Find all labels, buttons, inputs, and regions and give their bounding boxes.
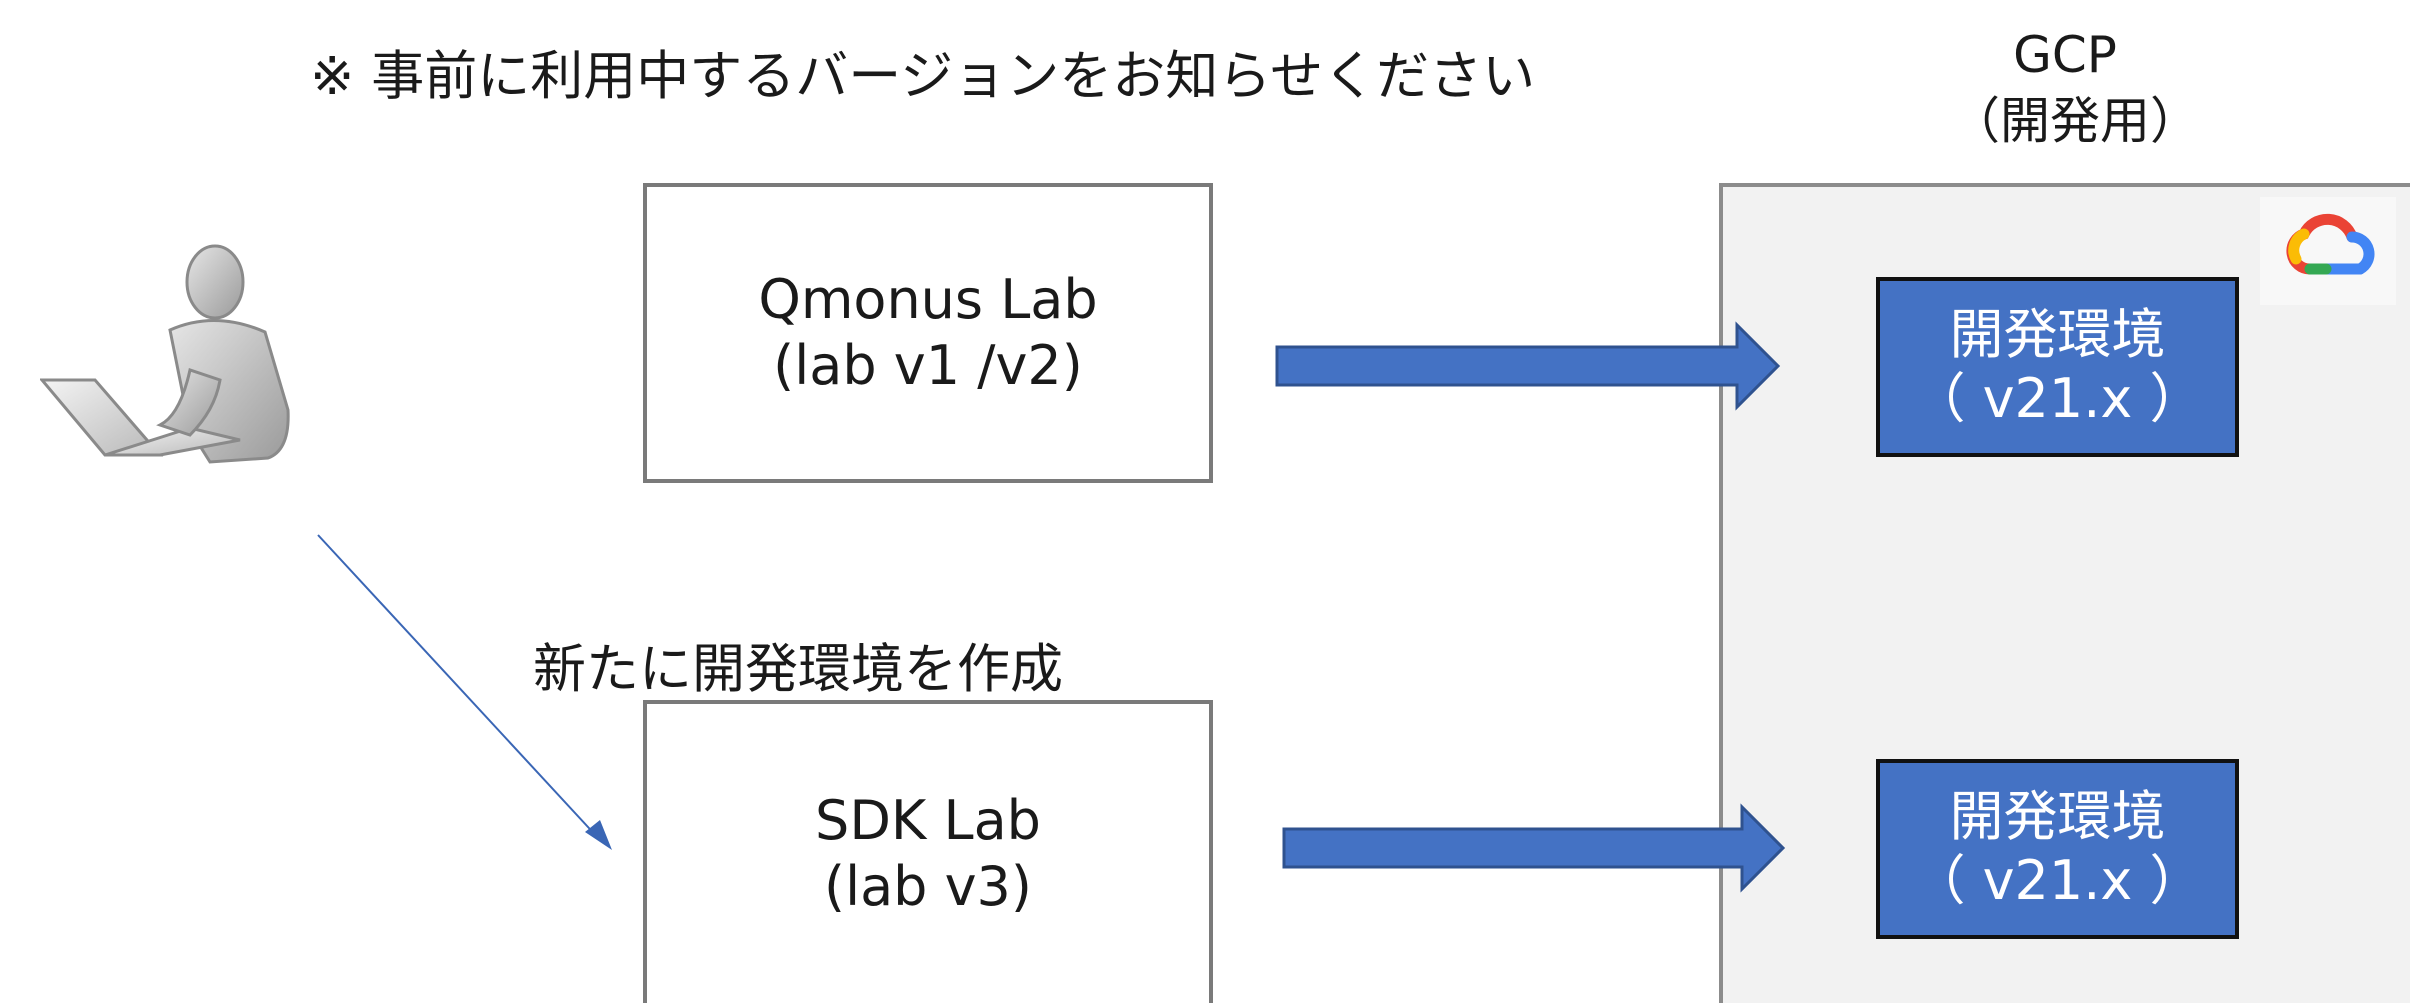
create-arrow bbox=[317, 534, 601, 841]
environment-version: （ v21.x ） bbox=[1911, 849, 2204, 912]
sdk-lab-box: SDK Lab (lab v3) bbox=[643, 700, 1213, 1003]
lab-version: (lab v1 /v2) bbox=[773, 334, 1083, 397]
gcp-title: GCP （開発用） bbox=[1950, 22, 2200, 154]
google-cloud-icon bbox=[2286, 213, 2375, 275]
qmonus-lab-box: Qmonus Lab (lab v1 /v2) bbox=[643, 183, 1213, 483]
block-arrow-sdk-to-env bbox=[1282, 803, 1786, 893]
block-arrow-qmonus-to-env bbox=[1275, 321, 1781, 411]
gcp-logo-tile bbox=[2260, 197, 2396, 305]
gcp-title-purpose: （開発用） bbox=[1950, 92, 2200, 150]
create-environment-label: 新たに開発環境を作成 bbox=[533, 639, 1063, 700]
create-arrow-head bbox=[585, 820, 612, 850]
dev-environment-box-1: 開発環境 （ v21.x ） bbox=[1876, 277, 2239, 457]
gcp-title-name: GCP bbox=[2013, 26, 2117, 84]
user-at-laptop-icon bbox=[38, 240, 300, 480]
version-notice: ※ 事前に利用中するバージョンをお知らせください bbox=[310, 46, 1536, 107]
environment-version: （ v21.x ） bbox=[1911, 367, 2204, 430]
lab-version: (lab v3) bbox=[824, 854, 1032, 918]
environment-label: 開発環境 bbox=[1949, 785, 2166, 848]
dev-environment-box-2: 開発環境 （ v21.x ） bbox=[1876, 759, 2239, 939]
lab-name: SDK Lab bbox=[815, 788, 1041, 852]
lab-name: Qmonus Lab bbox=[758, 268, 1098, 331]
environment-label: 開発環境 bbox=[1949, 303, 2166, 366]
